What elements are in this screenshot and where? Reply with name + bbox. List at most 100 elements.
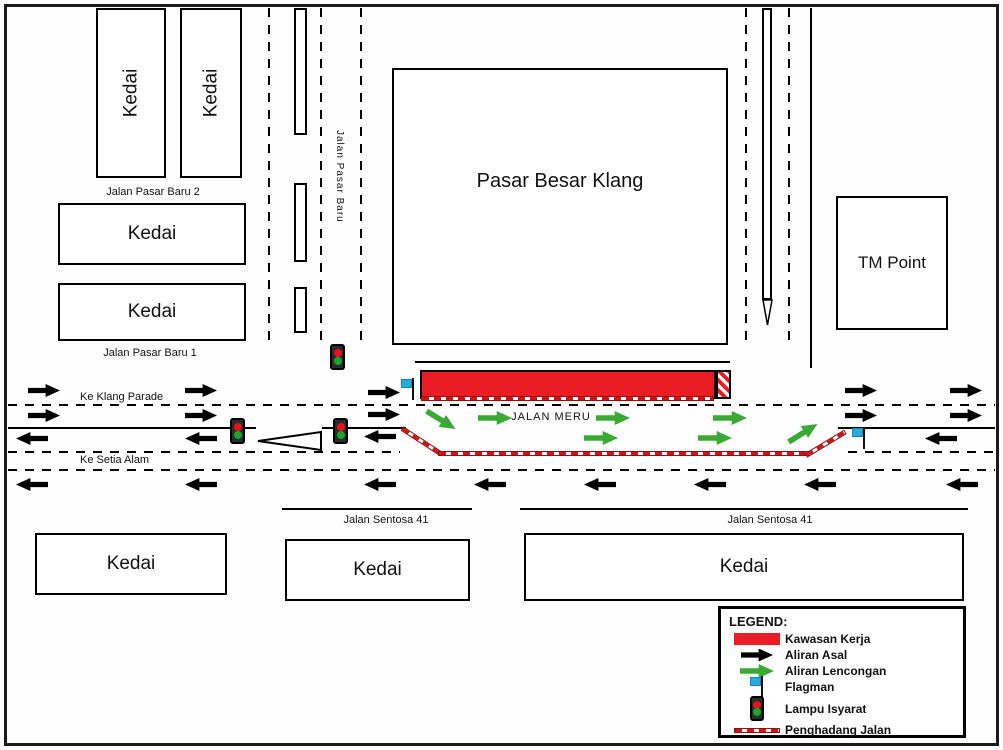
building-label: Kedai [119,68,141,118]
work-area-end-cap [716,370,731,399]
lane-dashed-line [848,451,995,453]
road-center-line [322,427,406,429]
flag [749,676,766,698]
building-kedai-left-1: Kedai [58,203,246,265]
building-kedai-top-2: Kedai [180,8,242,178]
building-label: Kedai [719,556,769,577]
building-kedai-bottom-2: Kedai [285,539,470,601]
legend-item-barrier: Penghadang Jalan [729,722,955,738]
roadside-line [520,508,968,510]
legend-item-label: Aliran Asal [785,648,848,662]
diversion-flow-arrow-icon [423,405,459,435]
road-label-ke-setia-alam: Ke Setia Alam [80,454,150,466]
original-flow-arrow-icon [950,409,982,422]
barrier-line [734,727,780,733]
road-label-jalan-meru: JALAN MERU [511,411,591,423]
flagman-flag-icon [400,378,417,400]
original-flow-arrow-icon [28,384,60,397]
diversion-flow-arrow-icon [584,431,618,445]
building-tm-point: TM Point [836,196,948,330]
building-label: Kedai [353,559,402,580]
lane-dashed-line [320,8,322,346]
original-flow-arrow-icon [729,647,785,663]
legend-item-label: Kawasan Kerja [785,632,871,646]
original-flow-arrow-icon [950,384,982,397]
legend-item-label: Penghadang Jalan [785,723,892,737]
legend: LEGEND: Kawasan Kerja Aliran Asal Aliran… [718,606,966,738]
building-label: Kedai [127,223,177,244]
diversion-flow-arrow-icon [785,418,821,448]
diversion-flow-arrow-icon [596,411,630,425]
building-kedai-left-2: Kedai [58,283,246,341]
legend-item-flagman: Flagman [729,676,955,698]
road-barrier-icon [729,722,785,738]
black-arrow [741,648,773,662]
original-flow-arrow-icon [185,384,217,397]
lane-dashed-line [8,451,400,453]
original-flow-arrow-icon [16,432,48,445]
work-area-swatch-icon [729,631,785,647]
building-label: Kedai [199,68,221,118]
legend-item-traffic-light: Lampu Isyarat [729,695,955,722]
original-flow-arrow-icon [946,478,978,491]
original-flow-arrow-icon [845,384,877,397]
road-barrier [438,451,810,456]
original-flow-arrow-icon [804,478,836,491]
median-island [294,183,307,262]
legend-item-label: Lampu Isyarat [785,701,867,716]
original-flow-arrow-icon [584,478,616,491]
road-barrier [400,426,442,456]
legend-item-diversion-flow: Aliran Lencongan [729,663,955,679]
original-flow-arrow-icon [474,478,506,491]
median-island [762,8,772,300]
lane-dashed-line [8,469,995,471]
diversion-flow-arrow-icon [713,411,747,425]
diversion-flow-arrow-icon [729,663,785,679]
original-flow-arrow-icon [185,409,217,422]
legend-item-label: Aliran Lencongan [785,664,887,678]
road-edge-line [810,8,812,368]
original-flow-arrow-icon [368,386,400,399]
road-center-line [8,427,256,429]
road-label-jalan-pasar-baru: Jalan Pasar Baru [334,130,345,223]
road-label-ke-klang-parade: Ke Klang Parade [80,391,164,403]
original-flow-arrow-icon [16,478,48,491]
work-area [420,370,716,399]
road-edge-dashed-line [745,8,747,340]
road-label-jalan-sentosa-41-right: Jalan Sentosa 41 [727,514,813,526]
road-label-jalan-pasar-baru-1: Jalan Pasar Baru 1 [103,347,197,359]
road-label-jalan-sentosa-41-left: Jalan Sentosa 41 [343,514,429,526]
median-island [294,8,307,135]
traffic-island [257,430,322,452]
traffic-light-icon [330,344,345,370]
road-edge-dashed-line [360,8,362,346]
legend-item-work-area: Kawasan Kerja [729,631,955,647]
legend-item-original-flow: Aliran Asal [729,647,955,663]
traffic-light-icon [729,695,785,722]
building-kedai-top-1: Kedai [96,8,166,178]
road-barrier [421,396,714,401]
road-label-jalan-pasar-baru-2: Jalan Pasar Baru 2 [106,186,200,198]
median-island [294,287,307,333]
original-flow-arrow-icon [368,408,400,421]
road-barrier [804,429,847,458]
building-label: Kedai [106,553,156,574]
flagman-flag-icon [851,427,868,449]
legend-title: LEGEND: [729,614,788,629]
work-area-swatch [734,633,780,645]
work-zone-edge-line [415,361,730,363]
original-flow-arrow-icon [364,430,396,443]
original-flow-arrow-icon [364,478,396,491]
lane-dashed-line [8,404,995,406]
original-flow-arrow-icon [185,478,217,491]
building-kedai-bottom-1: Kedai [35,533,227,595]
building-label: Pasar Besar Klang [476,170,644,192]
road-center-line [838,427,995,429]
traffic-light-icon [333,418,348,444]
building-kedai-bottom-3: Kedai [524,533,964,601]
road-edge-dashed-line [268,8,270,346]
original-flow-arrow-icon [28,409,60,422]
building-pasar-besar-klang: Pasar Besar Klang [392,68,728,345]
traffic-light-icon [230,418,245,444]
legend-item-label: Flagman [785,680,835,694]
